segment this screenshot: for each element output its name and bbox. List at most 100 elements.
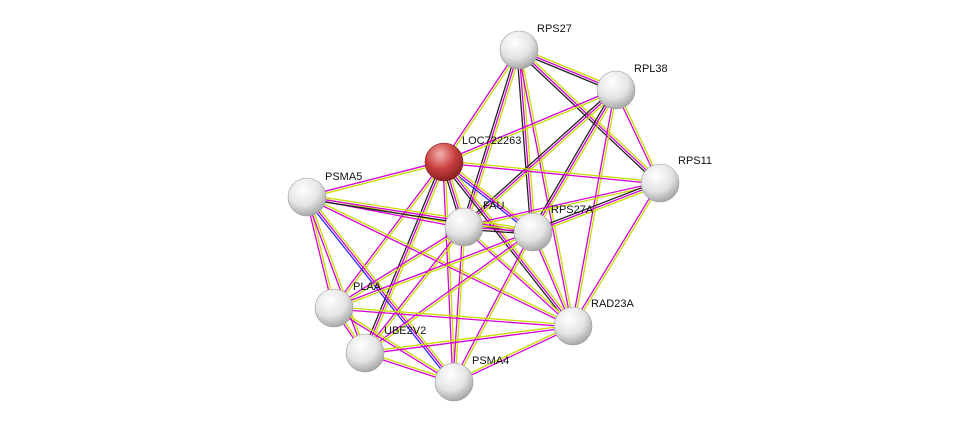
experiments-evidence-line	[443, 162, 660, 185]
textmining-evidence-line	[445, 160, 576, 326]
edge-LOC722263-UBE2V2[interactable]	[362, 160, 447, 355]
textmining-evidence-line	[334, 306, 455, 382]
node-RPS27[interactable]: RPS27	[499, 23, 572, 70]
edge-LOC722263-PSMA4[interactable]	[442, 161, 456, 383]
edge-RPS27A-PLAA[interactable]	[333, 230, 534, 310]
edge-PLAA-PSMA4[interactable]	[333, 306, 455, 384]
node-RAD23A[interactable]: RAD23A	[553, 298, 634, 346]
edge-LOC722263-PSMA5[interactable]	[306, 160, 445, 199]
node-sphere[interactable]	[434, 362, 474, 402]
edge-PSMA5-RPS27A[interactable]	[306, 194, 534, 235]
textmining-evidence-line	[453, 324, 573, 382]
experiments-evidence-line	[363, 225, 464, 353]
experiments-evidence-line	[463, 49, 520, 228]
experiments-evidence-line	[333, 308, 573, 328]
textmining-evidence-line	[307, 195, 574, 326]
textmining-evidence-line	[307, 196, 367, 353]
edge-RPL38-LOC722263[interactable]	[443, 88, 617, 164]
node-sphere[interactable]	[596, 70, 636, 110]
node-sphere[interactable]	[553, 306, 593, 346]
textmining-evidence-line	[364, 324, 573, 353]
edge-RPS27-RAD23A[interactable]	[517, 49, 575, 327]
edge-RPS27A-UBE2V2[interactable]	[363, 230, 535, 355]
edge-LOC722263-RPS11[interactable]	[443, 160, 661, 185]
edge-PSMA5-UBE2V2[interactable]	[305, 196, 367, 354]
node-RPS27A[interactable]: RPS27A	[513, 204, 594, 252]
experiments-evidence-line	[517, 50, 573, 327]
coexpression-evidence-line	[516, 50, 532, 233]
node-sphere[interactable]	[424, 142, 464, 182]
node-sphere[interactable]	[314, 288, 354, 328]
edge-FAU-UBE2V2[interactable]	[363, 225, 466, 355]
node-RPS11[interactable]: RPS11	[640, 155, 712, 203]
textmining-evidence-line	[334, 227, 465, 310]
node-UBE2V2[interactable]: UBE2V2	[345, 325, 426, 373]
textmining-evidence-line	[444, 90, 617, 164]
coexpression-evidence-line	[441, 162, 572, 328]
edge-RPL38-FAU[interactable]	[462, 87, 618, 230]
textmining-evidence-line	[464, 225, 575, 326]
coexpression-evidence-line	[462, 87, 615, 226]
experiments-evidence-line	[452, 231, 533, 382]
edge-LOC722263-RAD23A[interactable]	[441, 160, 576, 328]
node-sphere[interactable]	[640, 163, 680, 203]
experiments-evidence-line	[442, 162, 454, 383]
node-PSMA4[interactable]: PSMA4	[434, 355, 509, 402]
experiments-evidence-line	[571, 182, 660, 326]
experiments-evidence-line	[363, 230, 533, 353]
edge-RPS27A-PSMA4[interactable]	[452, 231, 535, 383]
edge-UBE2V2-RAD23A[interactable]	[364, 324, 574, 355]
node-sphere[interactable]	[499, 30, 539, 70]
coexpression-evidence-line	[362, 160, 443, 353]
node-sphere[interactable]	[513, 212, 553, 252]
edge-FAU-PLAA[interactable]	[333, 225, 465, 310]
textmining-evidence-line	[334, 306, 574, 326]
edge-RPS27-LOC722263[interactable]	[442, 49, 521, 163]
textmining-evidence-line	[365, 227, 466, 355]
node-RPL38[interactable]: RPL38	[596, 63, 668, 110]
node-label: RPS27	[537, 23, 572, 35]
node-label: RPS11	[678, 155, 712, 167]
edge-PSMA4-RAD23A[interactable]	[453, 324, 574, 384]
edge-RPS11-RAD23A[interactable]	[571, 182, 662, 327]
node-PSMA5[interactable]: PSMA5	[287, 171, 362, 217]
textmining-evidence-line	[444, 161, 456, 382]
node-sphere[interactable]	[287, 177, 327, 217]
edge-FAU-PSMA4[interactable]	[452, 226, 466, 383]
edge-PSMA5-RAD23A[interactable]	[306, 195, 574, 328]
experiments-evidence-line	[364, 161, 445, 354]
node-label: RAD23A	[591, 298, 634, 310]
experiments-evidence-line	[306, 197, 573, 328]
coexpression-evidence-line	[531, 180, 660, 231]
textmining-evidence-line	[464, 183, 661, 229]
textmining-evidence-line	[334, 232, 534, 310]
textmining-evidence-line	[454, 232, 535, 383]
textmining-evidence-line	[365, 232, 535, 355]
node-label: PSMA4	[472, 355, 509, 367]
experiments-evidence-line	[333, 230, 533, 308]
node-sphere[interactable]	[345, 333, 385, 373]
experiments-evidence-line	[463, 89, 617, 228]
node-label: UBE2V2	[384, 325, 426, 337]
edge-RPS11-FAU[interactable]	[463, 181, 661, 229]
edge-RPS11-RPS27A[interactable]	[531, 180, 662, 235]
node-FAU[interactable]: FAU	[444, 200, 504, 247]
node-label: LOC722263	[462, 135, 521, 147]
experiments-evidence-line	[442, 49, 519, 162]
edge-PLAA-RAD23A[interactable]	[333, 306, 574, 328]
node-LOC722263[interactable]: LOC722263	[424, 135, 521, 182]
node-label: FAU	[483, 200, 504, 212]
edge-FAU-RAD23A[interactable]	[462, 225, 575, 328]
textmining-evidence-line	[444, 160, 661, 183]
experiments-evidence-line	[365, 326, 574, 355]
textmining-evidence-line	[307, 194, 534, 231]
node-PLAA[interactable]: PLAA	[314, 281, 382, 328]
experiments-evidence-line	[333, 308, 454, 384]
textmining-evidence-line	[519, 49, 575, 326]
experiments-evidence-line	[305, 197, 365, 354]
node-sphere[interactable]	[444, 207, 484, 247]
experiments-evidence-line	[463, 181, 660, 227]
textmining-evidence-line	[533, 184, 662, 235]
experiments-evidence-line	[443, 161, 574, 327]
experiments-evidence-line	[571, 89, 616, 326]
